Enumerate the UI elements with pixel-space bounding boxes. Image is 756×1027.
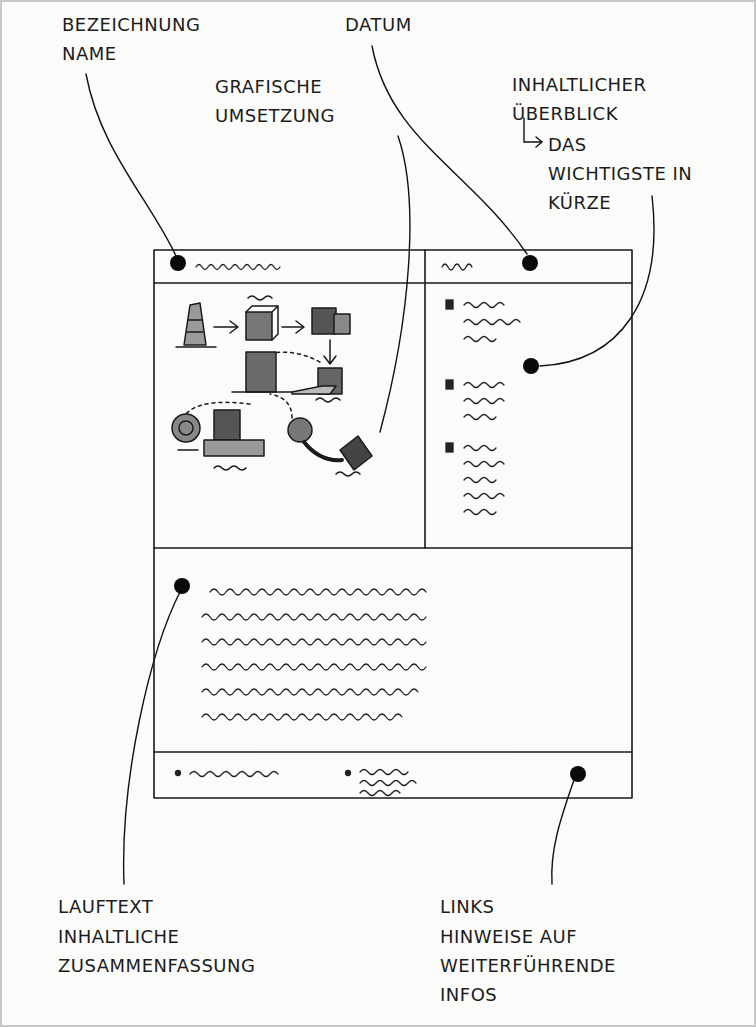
scribbles bbox=[176, 264, 521, 796]
annotation-label: LINKS bbox=[440, 892, 495, 921]
annotation-label: HINWEISE AUF WEITERFÜHRENDE INFOS bbox=[440, 922, 615, 1009]
layout-frame bbox=[154, 250, 632, 798]
illustration bbox=[172, 296, 372, 476]
annotation-label: GRAFISCHE UMSETZUNG bbox=[215, 72, 335, 130]
annotation-label: DATUM bbox=[345, 10, 412, 39]
annotation-label: INHALTLICHER ÜBERBLICK bbox=[512, 70, 647, 128]
annotation-label: LAUFTEXT bbox=[58, 892, 153, 921]
annotation-label: INHALTLICHE ZUSAMMENFASSUNG bbox=[58, 922, 255, 980]
annotation-label: DAS WICHTIGSTE IN KÜRZE bbox=[548, 130, 708, 217]
annotation-label: BEZEICHNUNG NAME bbox=[62, 10, 200, 68]
marker-dots bbox=[170, 255, 586, 782]
